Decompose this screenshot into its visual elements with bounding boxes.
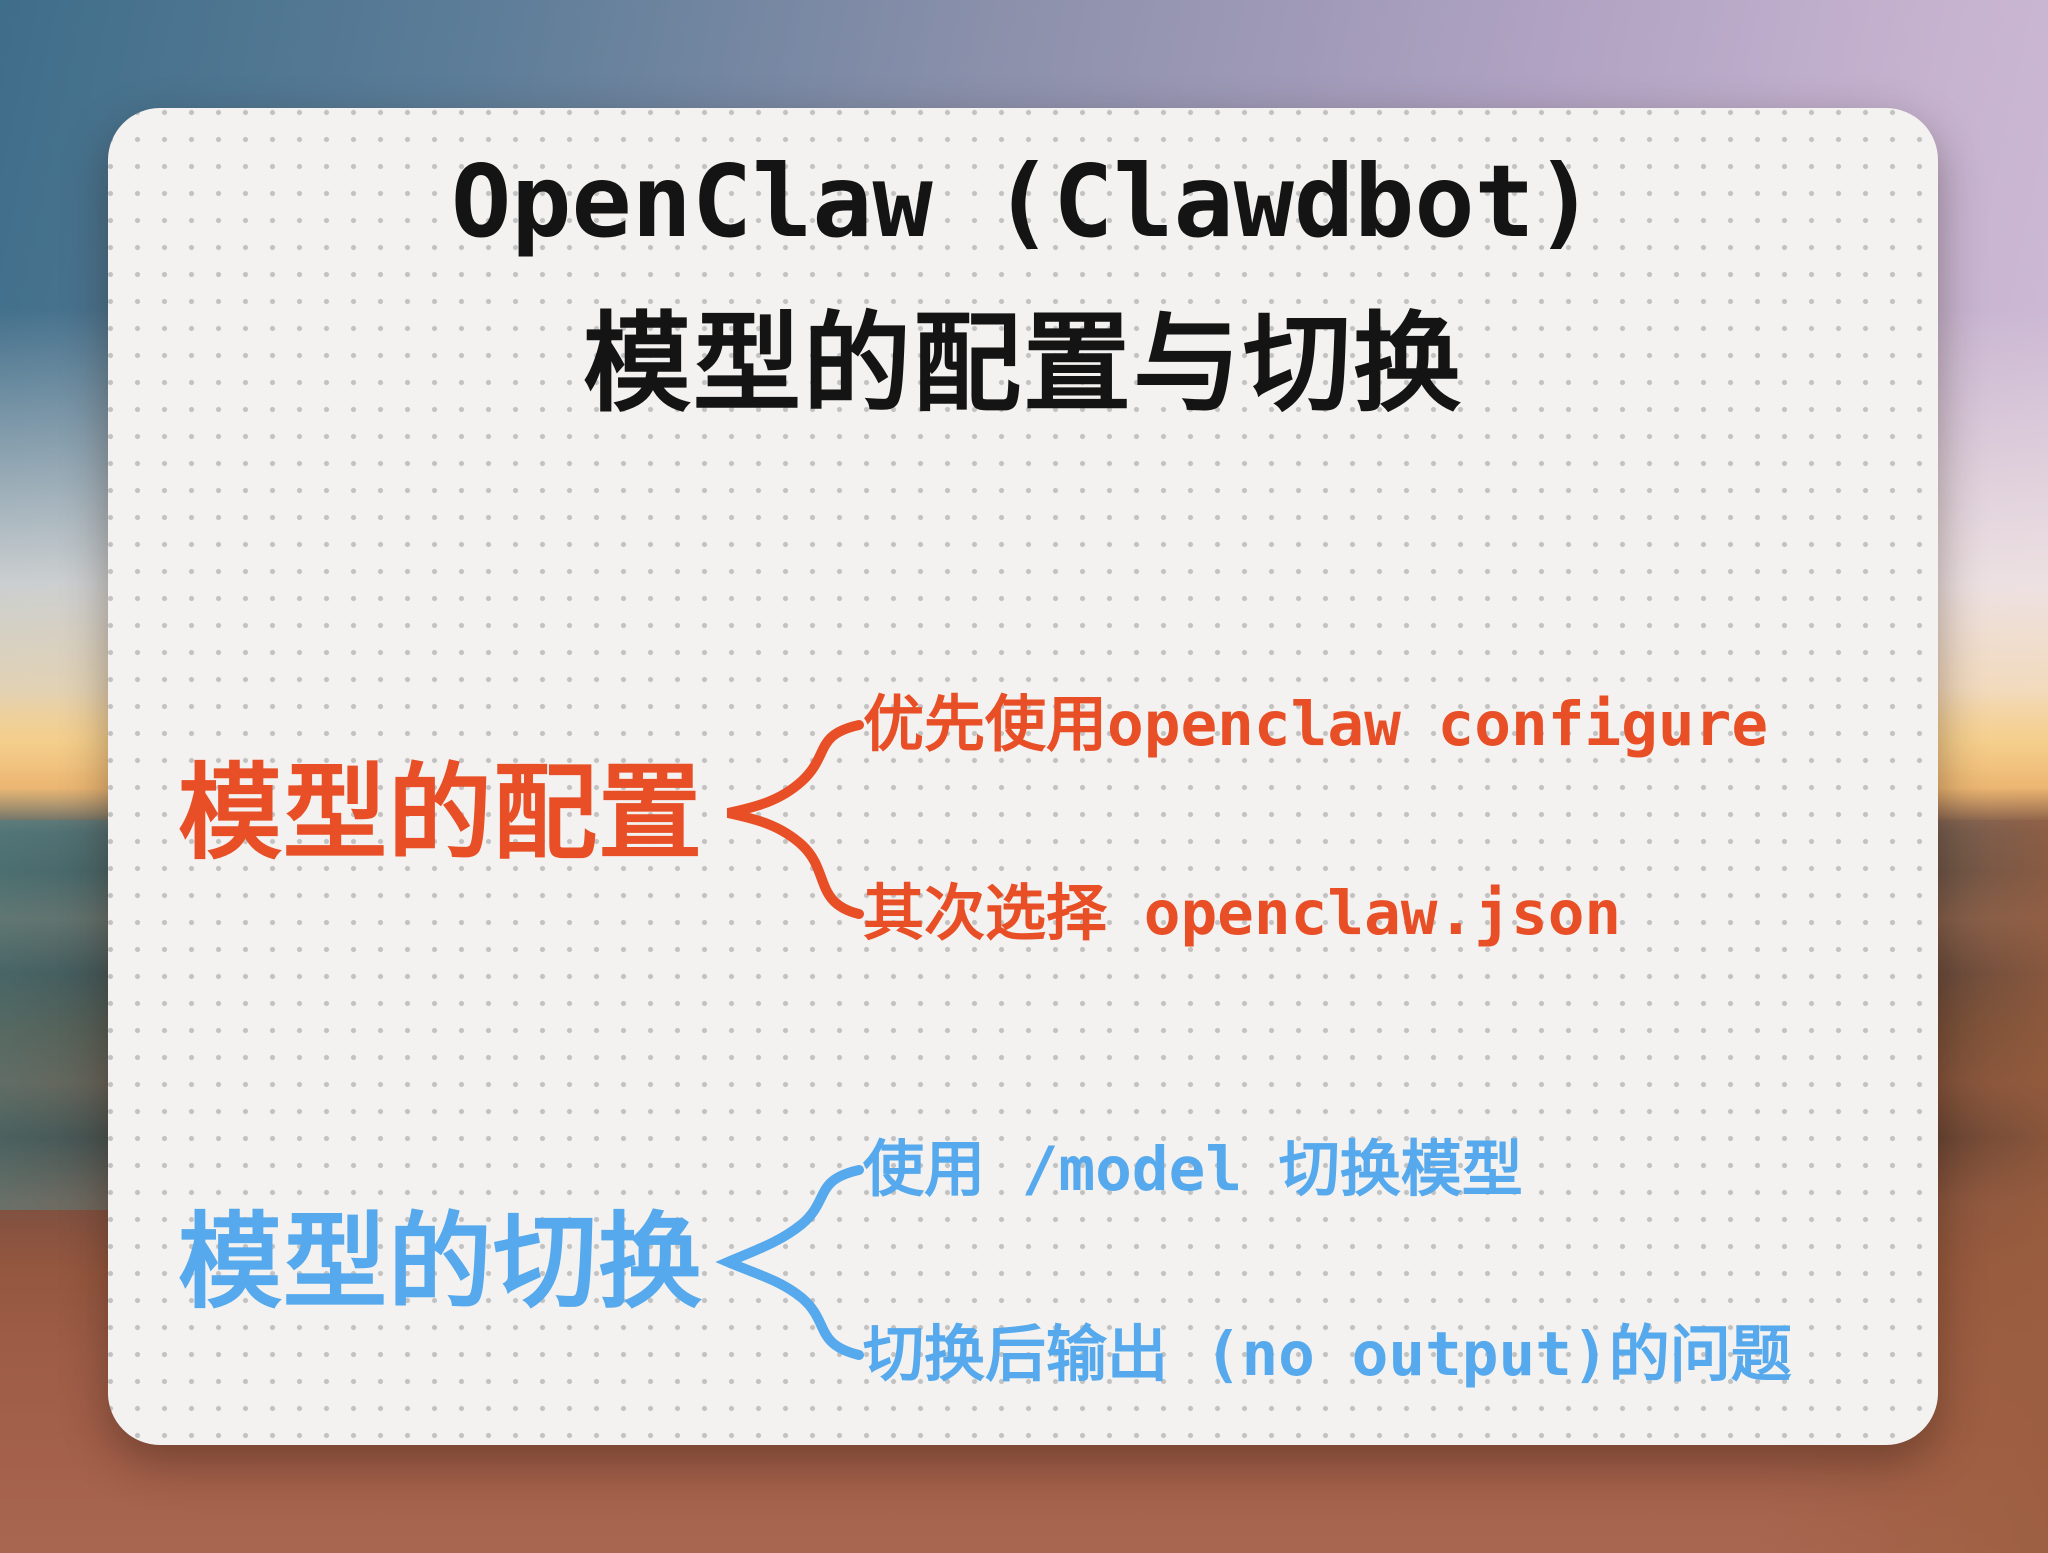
branch-switch-model-command: 使用 /model 切换模型 — [863, 1134, 1523, 1205]
branch-config-secondary: 其次选择 openclaw.json — [863, 878, 1622, 949]
mindmap-node-config: 模型的配置 — [178, 752, 704, 874]
branch-switch-no-output-issue: 切换后输出 (no output)的问题 — [863, 1319, 1792, 1390]
page-title: OpenClaw (Clawdbot) 模型的配置与切换 — [108, 143, 1938, 427]
mindmap-node-switch: 模型的切换 — [178, 1201, 704, 1323]
page-title-line2: 模型的配置与切换 — [582, 302, 1463, 427]
brace-connector-switch-icon — [715, 1165, 864, 1360]
brace-connector-config-icon — [726, 720, 864, 919]
page-title-line1: OpenClaw (Clawdbot) — [451, 143, 1595, 260]
branch-config-primary: 优先使用openclaw configure — [863, 689, 1769, 760]
slide-card: OpenClaw (Clawdbot) 模型的配置与切换 模型的配置 优先使用o… — [108, 108, 1938, 1445]
